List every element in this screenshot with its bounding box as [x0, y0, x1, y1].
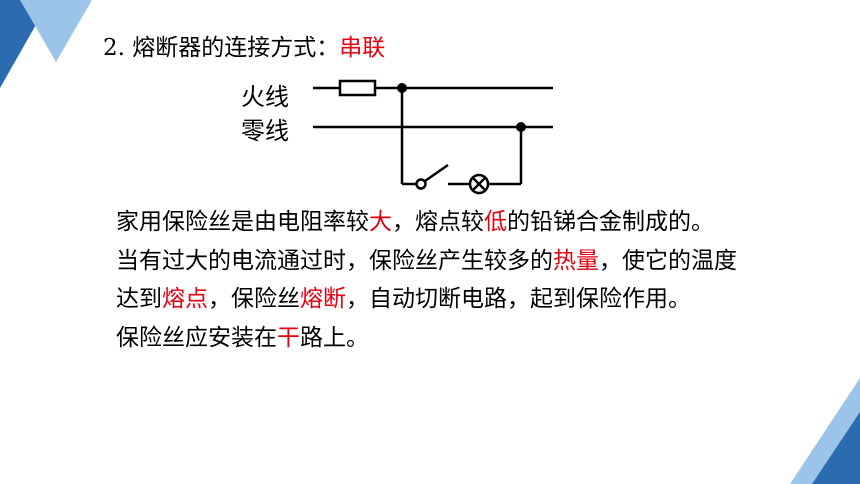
fuse-icon — [338, 79, 377, 97]
junction-dot-live — [397, 83, 407, 93]
switch-contact-icon — [415, 178, 427, 190]
text-span: 保险丝应安装在 — [116, 324, 277, 351]
text-span: 当有过大的电流通过时，保险丝产生较多的 — [116, 247, 553, 274]
title-number: 2. — [103, 35, 125, 61]
bottom-right-triangle-dark — [812, 412, 860, 484]
text-span: ，熔点较 — [392, 209, 484, 235]
highlight-large: 大 — [369, 209, 392, 235]
slide-title: 2. 熔断器的连接方式：串联 — [103, 28, 385, 62]
neutral-wire-label: 零线 — [241, 117, 289, 145]
text-span: ，保险丝 — [208, 286, 300, 312]
title-text: 熔断器的连接方式： — [132, 35, 340, 61]
live-wire-label: 火线 — [241, 83, 289, 111]
text-span: 的铅锑合金制成的。 — [507, 209, 714, 235]
highlight-melt-break: 熔断 — [300, 286, 346, 312]
highlight-low: 低 — [484, 209, 507, 235]
text-span: ，自动切断电路，起到保险作用。 — [346, 286, 691, 312]
paragraph-function: 当有过大的电流通过时，保险丝产生较多的热量，使它的温度达到熔点，保险丝熔断，自动… — [116, 242, 756, 319]
switch-lever-icon — [424, 163, 449, 183]
highlight-melting-point: 熔点 — [162, 286, 208, 312]
text-span: 路上。 — [300, 324, 369, 351]
junction-dot-neutral — [516, 122, 526, 132]
paragraph-material: 家用保险丝是由电阻率较大，熔点较低的铅锑合金制成的。 — [116, 203, 756, 242]
highlight-main-line: 干 — [277, 324, 300, 351]
text-span: ，使它的温度达到 — [116, 247, 737, 313]
body-text: 家用保险丝是由电阻率较大，熔点较低的铅锑合金制成的。 当有过大的电流通过时，保险… — [116, 203, 756, 357]
paragraph-installation: 保险丝应安装在干路上。 — [116, 319, 756, 358]
text-span: 家用保险丝是由电阻率较 — [116, 209, 369, 235]
highlight-heat: 热量 — [553, 247, 599, 274]
lamp-cross-2 — [472, 177, 486, 191]
top-left-triangle-light — [20, 0, 92, 62]
title-answer: 串联 — [339, 35, 386, 61]
